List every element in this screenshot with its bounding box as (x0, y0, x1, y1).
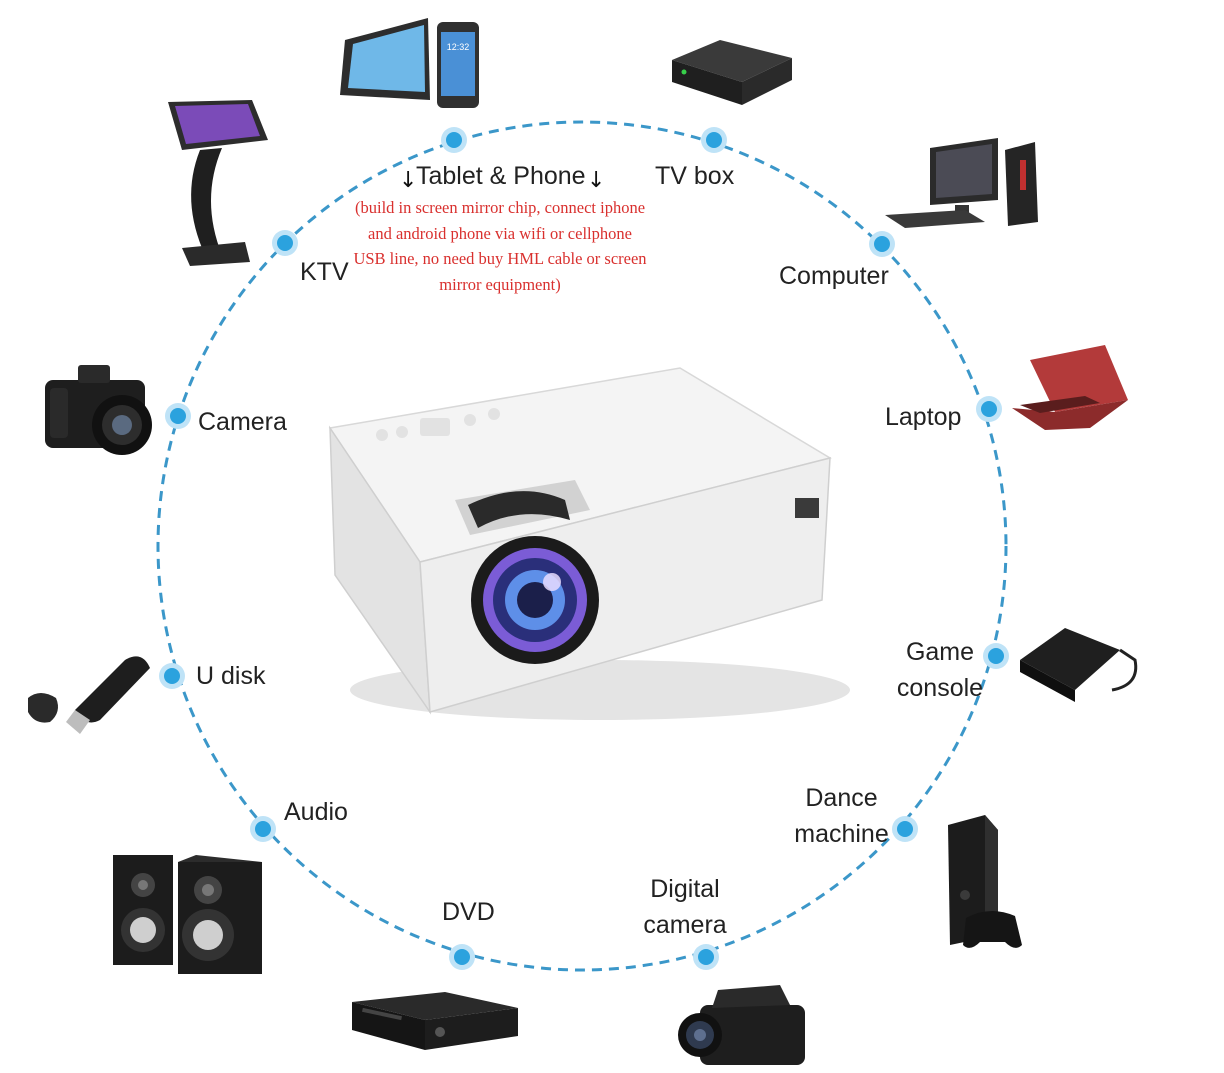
node-dot-game-console (988, 648, 1004, 664)
device-label-game-console: Game console (896, 638, 984, 702)
xbox-console-icon (948, 815, 1022, 948)
ktv-kiosk-icon (168, 100, 268, 266)
device-label-tv-box: TV box (655, 162, 735, 190)
node-dot-audio (255, 821, 271, 837)
tv-box-icon (672, 40, 792, 105)
node-dot-laptop (981, 401, 997, 417)
node-dot-camera (170, 408, 186, 424)
device-label-tablet-phone: Tablet & Phone (416, 162, 586, 190)
screen-mirror-note: (build in screen mirror chip, connect ip… (353, 198, 647, 294)
device-label-dance-machine: Dance machine (794, 784, 889, 848)
tablet-phone-icon: 12:32 (340, 18, 479, 108)
device-label-u-disk: U disk (196, 662, 266, 690)
camcorder-icon (678, 985, 805, 1065)
dvd-player-icon (352, 992, 518, 1050)
external-hdd-icon (1020, 628, 1138, 702)
node-dot-tablet-phone (446, 132, 462, 148)
device-label-ktv: KTV (300, 258, 349, 286)
node-dot-computer (874, 236, 890, 252)
speakers-icon (113, 855, 262, 974)
device-label-dvd: DVD (442, 898, 495, 926)
node-dot-dance-machine (897, 821, 913, 837)
device-label-laptop: Laptop (885, 403, 962, 431)
down-arrow-icon: ↓ (587, 168, 606, 193)
node-dot-tv-box (706, 132, 722, 148)
node-dot-dvd (454, 949, 470, 965)
node-dot-u-disk (164, 668, 180, 684)
computer-icon (885, 138, 1038, 228)
svg-text:12:32: 12:32 (447, 42, 470, 52)
dslr-camera-icon (45, 365, 152, 455)
device-label-audio: Audio (284, 798, 348, 826)
device-label-digital-camera: Digital camera (643, 875, 727, 939)
node-dot-digital-camera (698, 949, 714, 965)
connection-circle (156, 120, 1008, 972)
device-label-computer: Computer (779, 262, 889, 290)
node-dot-ktv (277, 235, 293, 251)
laptop-icon (1012, 345, 1128, 430)
down-arrow-icon: ↓ (399, 168, 418, 193)
device-label-camera: Camera (198, 408, 287, 436)
projector-icon (328, 367, 850, 720)
usb-drive-icon (28, 656, 150, 734)
